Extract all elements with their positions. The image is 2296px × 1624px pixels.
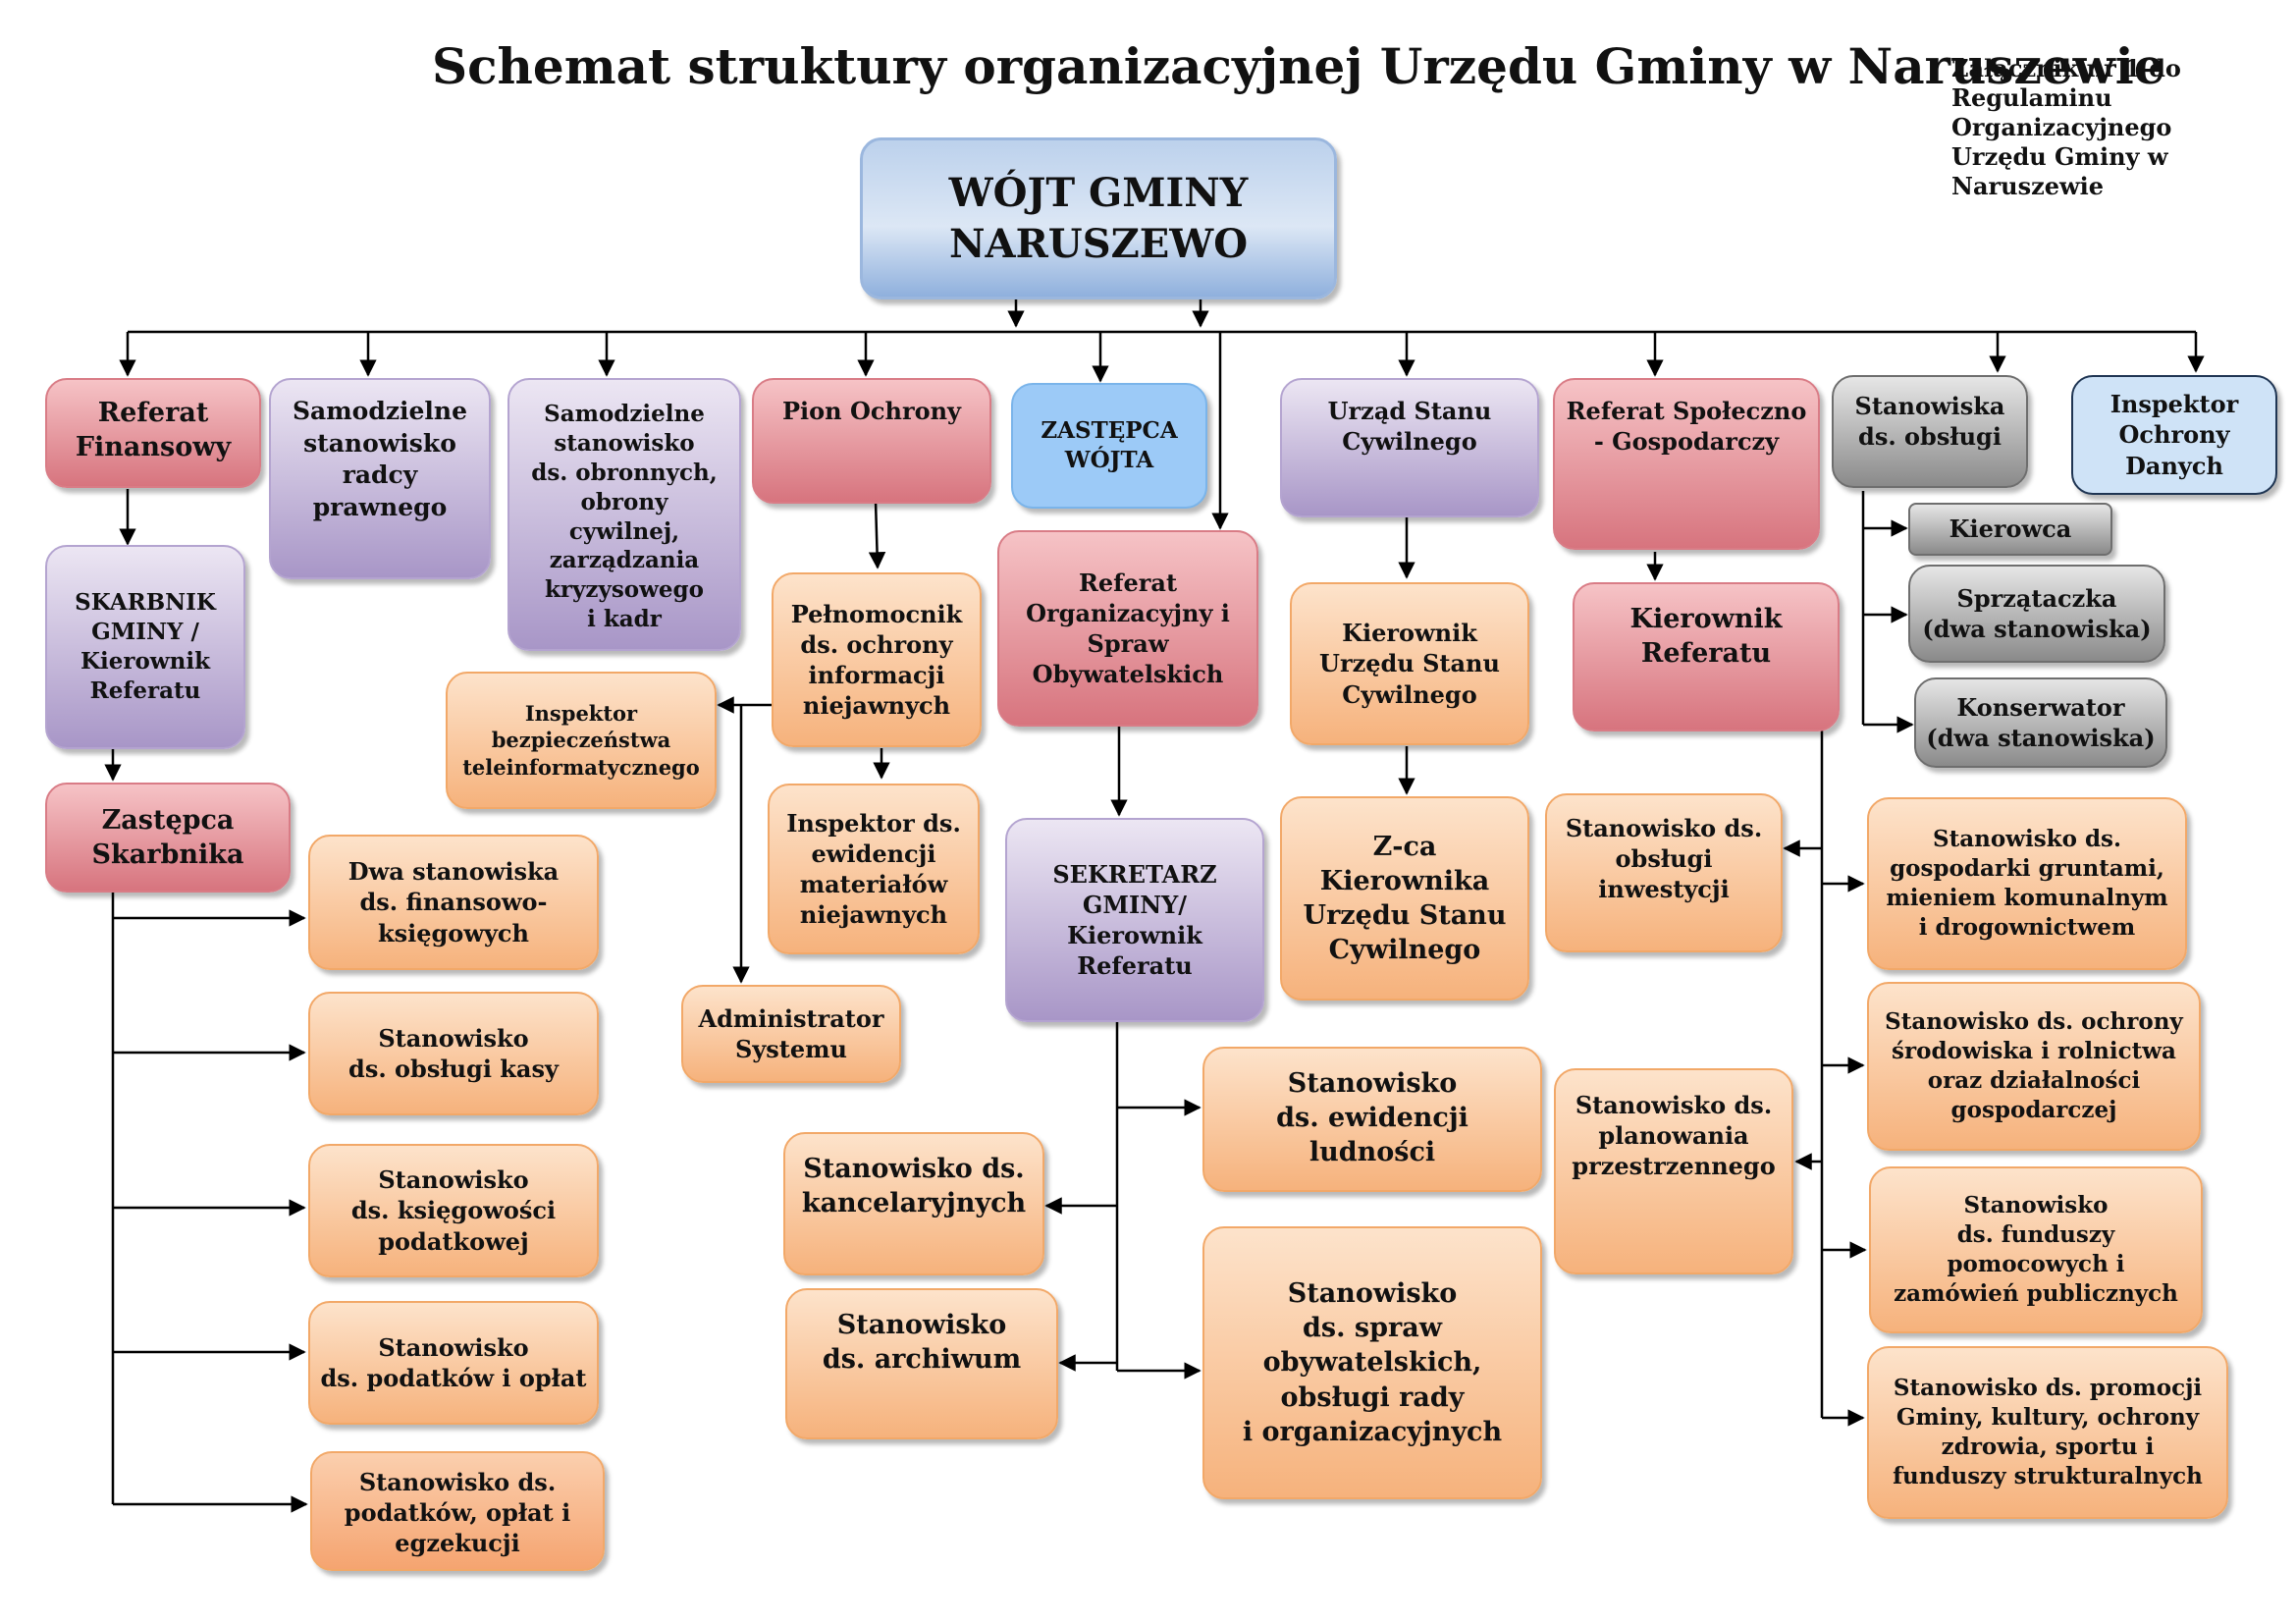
node-referat-finansowy: Referat Finansowy [45,378,261,488]
node-sprzataczka: Sprzątaczka (dwa stanowiska) [1908,565,2165,663]
node-referat-organizacyjny: Referat Organizacyjny i Spraw Obywatelsk… [997,530,1258,727]
node-kancelaryjne: Stanowisko ds. kancelaryjnych [783,1132,1044,1275]
node-promocja-gminy: Stanowisko ds. promocji Gminy, kultury, … [1867,1346,2228,1519]
page-title: Schemat struktury organizacyjnej Urzędu … [432,37,2165,95]
node-podatki-oplaty: Stanowisko ds. podatków i opłat [308,1301,599,1425]
node-ochrona-srodowiska: Stanowisko ds. ochrony środowiska i roln… [1867,982,2201,1151]
node-pelnomocnik: Pełnomocnik ds. ochrony informacji nieja… [772,572,982,747]
node-fundusze-pomocowe: Stanowisko ds. funduszy pomocowych i zam… [1869,1166,2203,1333]
node-kierownik-referatu: Kierownik Referatu [1573,582,1840,731]
attachment-note: Załącznik nr 1 do Regulaminu Organizacyj… [1951,54,2181,200]
node-inspektor-ochrony-danych: Inspektor Ochrony Danych [2071,375,2277,495]
node-pion-ochrony: Pion Ochrony [752,378,991,504]
node-wojt-label: WÓJT GMINY NARUSZEWO [948,169,1249,267]
node-wojt: WÓJT GMINY NARUSZEWO [860,137,1337,299]
node-kierowca: Kierowca [1908,503,2112,556]
node-radca-prawny: Samodzielne stanowisko radcy prawnego [269,378,491,579]
node-stanowisko-obronne: Samodzielne stanowisko ds. obronnych, ob… [507,378,741,651]
node-ewidencja-ludnosci: Stanowisko ds. ewidencji ludności [1202,1047,1542,1192]
node-usc: Urząd Stanu Cywilnego [1280,378,1539,517]
node-archiwum: Stanowisko ds. archiwum [785,1288,1058,1439]
node-referat-spoleczno-gospodarczy: Referat Społeczno - Gospodarczy [1553,378,1820,550]
node-sprawy-obywatelskie: Stanowisko ds. spraw obywatelskich, obsł… [1202,1226,1542,1499]
node-stanowiska-obslugi: Stanowiska ds. obsługi [1832,375,2028,488]
node-inspektor-bezpieczenstwa: Inspektor bezpieczeństwa teleinformatycz… [446,672,717,809]
node-ksiegowosc-podatkowa: Stanowisko ds. księgowości podatkowej [308,1144,599,1277]
node-sekretarz: SEKRETARZ GMINY/ Kierownik Referatu [1005,818,1264,1022]
node-konserwator: Konserwator (dwa stanowiska) [1914,677,2167,768]
node-administrator-systemu: Administrator Systemu [681,985,901,1083]
node-obsluga-inwestycji: Stanowisko ds. obsługi inwestycji [1545,793,1783,952]
node-zastepca-skarbnika: Zastępca Skarbnika [45,783,291,893]
node-podatki-egzekucja: Stanowisko ds. podatków, opłat i egzekuc… [310,1451,605,1571]
node-inspektor-ewidencji: Inspektor ds. ewidencji materiałów nieja… [768,784,980,954]
node-dwa-stanowiska: Dwa stanowiska ds. finansowo- księgowych [308,835,599,970]
node-obsluga-kasy: Stanowisko ds. obsługi kasy [308,992,599,1115]
node-planowanie-przestrzenne: Stanowisko ds. planowania przestrzennego [1554,1068,1793,1274]
node-zca-kierownika-usc: Z-ca Kierownika Urzędu Stanu Cywilnego [1280,796,1529,1001]
node-skarbnik: SKARBNIK GMINY / Kierownik Referatu [45,545,245,749]
node-kierownik-usc: Kierownik Urzędu Stanu Cywilnego [1290,582,1529,745]
node-gospodarka-gruntami: Stanowisko ds. gospodarki gruntami, mien… [1867,797,2187,970]
pion-to-pelnomocnik [868,500,886,569]
node-zastepca-wojta: ZASTĘPCA WÓJTA [1011,383,1207,509]
